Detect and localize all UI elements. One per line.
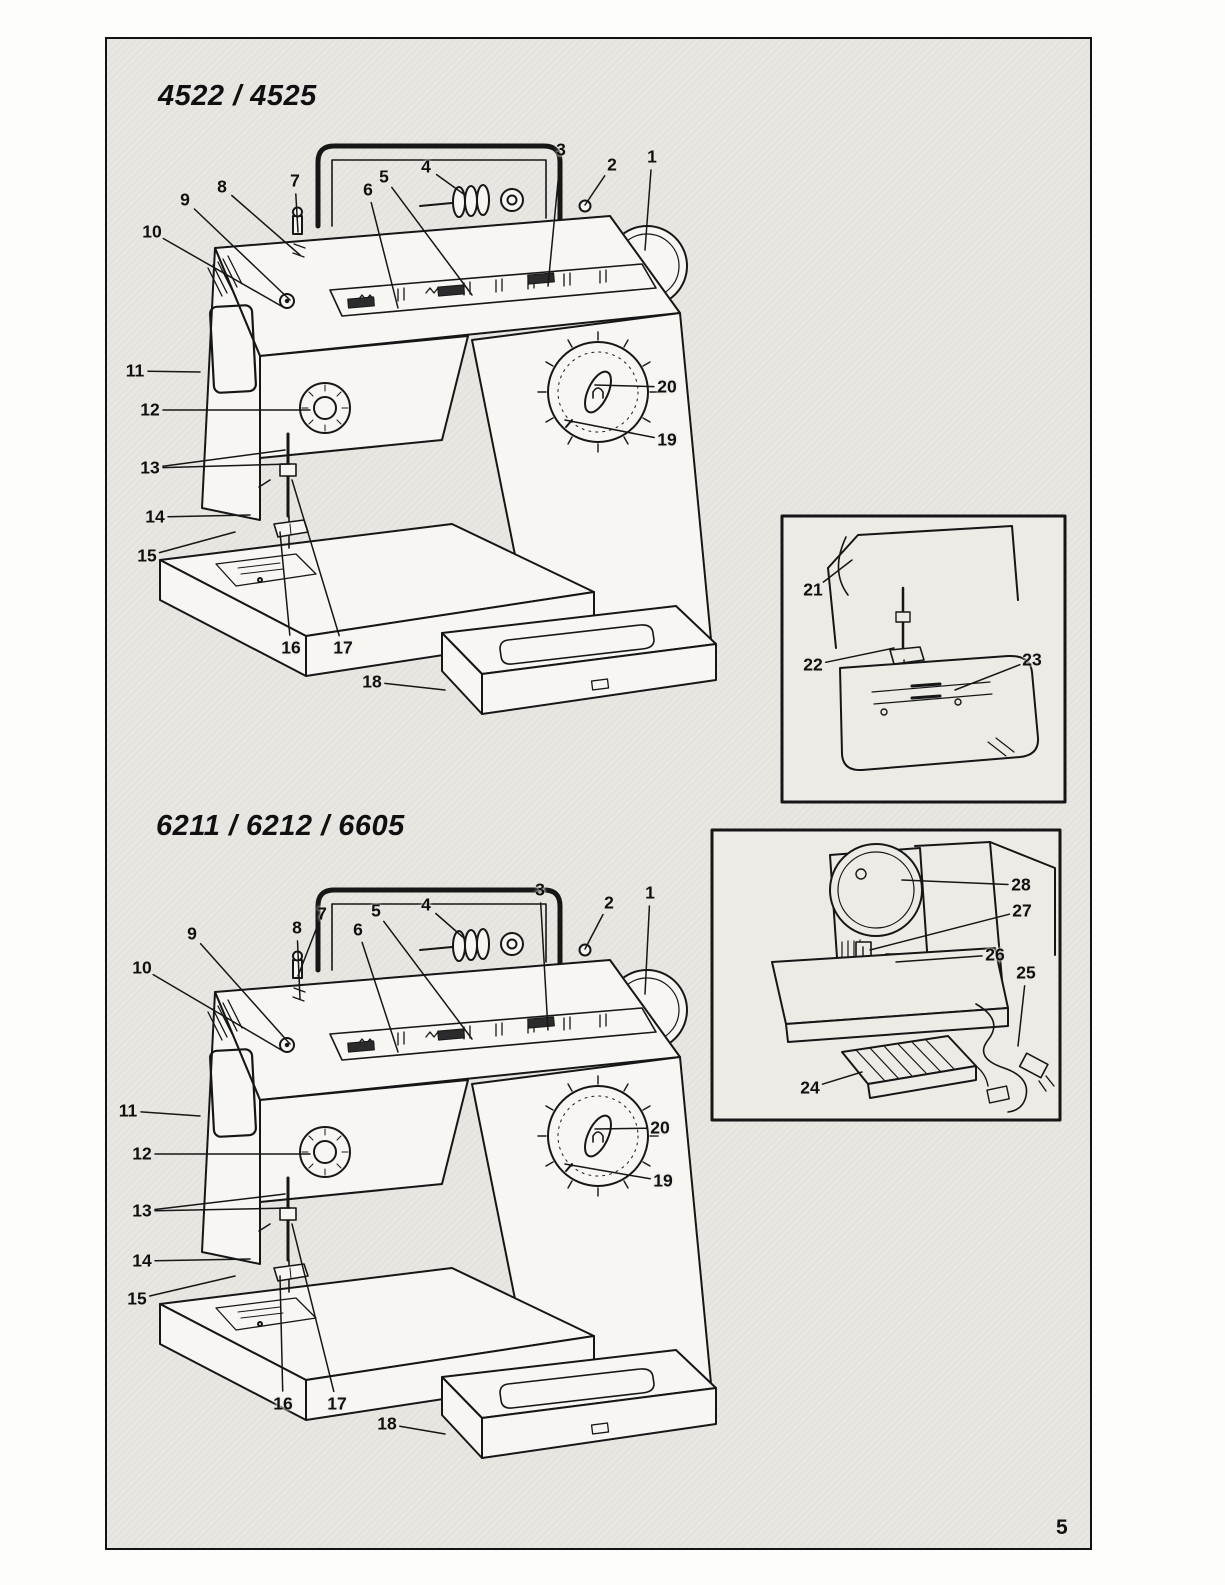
leader-line	[199, 942, 291, 1045]
leader-line	[154, 1193, 286, 1211]
leader-line	[158, 531, 236, 554]
leader-line	[154, 1258, 251, 1262]
leader-line	[821, 1071, 863, 1085]
leader-line	[824, 647, 895, 664]
leader-line	[291, 1223, 335, 1393]
leader-line	[539, 902, 549, 1031]
leader-line	[162, 463, 291, 469]
leader-line	[644, 169, 652, 251]
leader-line	[594, 1127, 648, 1130]
leader-line	[361, 941, 399, 1053]
leader-line	[295, 193, 299, 233]
sewing-machine-illustration-6211-6212-6605	[160, 890, 716, 1458]
leader-line	[148, 1275, 236, 1297]
leader-line	[231, 194, 301, 256]
inset-rear-connections-illustration	[710, 828, 1062, 1122]
leader-line	[584, 913, 604, 950]
leader-line	[162, 237, 284, 308]
leader-line	[869, 913, 1011, 951]
callout-leader-lines	[140, 162, 1026, 1435]
leader-line	[594, 384, 655, 388]
leader-line	[297, 925, 319, 977]
leader-line	[564, 419, 655, 439]
leader-line	[822, 559, 853, 583]
inset-needle-area-illustration	[780, 514, 1067, 804]
leader-line	[147, 370, 201, 373]
leader-line	[167, 514, 251, 518]
leader-line	[370, 201, 399, 309]
leader-line	[296, 940, 301, 1000]
leader-line	[435, 173, 466, 196]
leader-line	[399, 1425, 446, 1435]
leader-line	[644, 905, 651, 995]
leader-line	[162, 449, 286, 468]
leader-line	[154, 1207, 291, 1212]
leader-line	[279, 531, 291, 636]
leader-line	[391, 186, 473, 296]
leader-line	[895, 955, 983, 963]
leader-line	[140, 1111, 201, 1117]
leader-line	[1017, 985, 1026, 1047]
leader-line	[152, 973, 284, 1052]
leader-line	[954, 663, 1021, 691]
leader-line	[291, 479, 340, 637]
leader-line	[584, 175, 606, 206]
leader-line	[384, 682, 446, 691]
leader-line	[435, 912, 466, 940]
leader-line	[901, 879, 1009, 886]
leader-line	[383, 920, 473, 1040]
sewing-machine-illustration-4522-4525	[160, 146, 716, 714]
leader-line	[547, 162, 561, 287]
leader-line	[564, 1163, 651, 1180]
leader-line	[193, 208, 291, 301]
leader-line	[279, 1275, 284, 1392]
